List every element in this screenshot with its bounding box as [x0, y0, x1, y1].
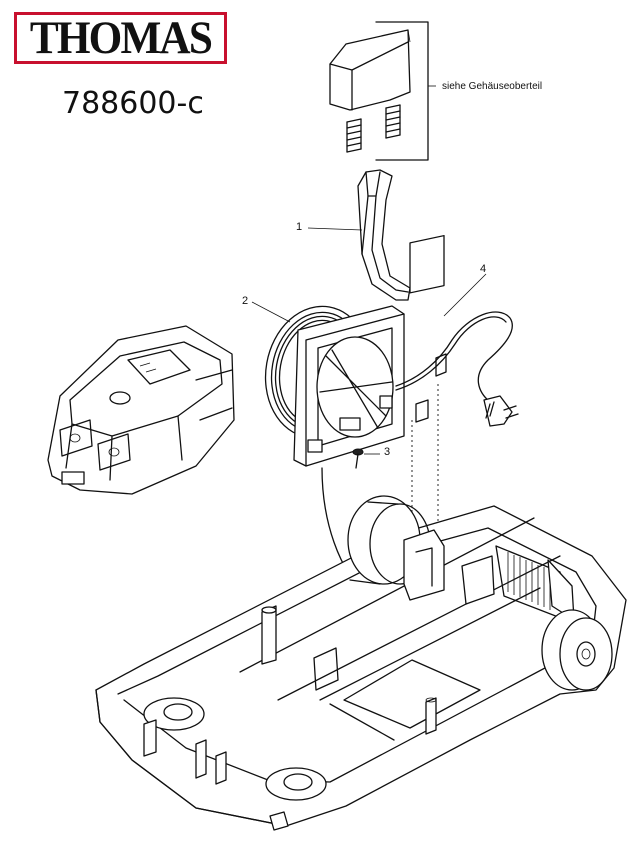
leader-line-1 [307, 227, 363, 231]
leader-line-2 [251, 301, 291, 323]
part-4-power-cable [395, 234, 519, 427]
part-number-4: 4 [480, 263, 487, 275]
spring-left [346, 118, 362, 153]
reference-bracket [375, 21, 429, 161]
part-number-3: 3 [384, 446, 391, 458]
brand-logo: THOMAS [14, 12, 227, 64]
housing-cap-part [329, 29, 411, 111]
part-2-cable-reel [264, 305, 405, 467]
brand-logo-text: THOMAS [29, 11, 213, 64]
part-number-1: 1 [296, 221, 303, 233]
callout-housing-top: siehe Gehäuseoberteil [442, 81, 543, 92]
vacuum-overview [47, 325, 235, 495]
model-number: 788600-c [62, 86, 204, 121]
part-3-screw [352, 448, 364, 469]
leader-line-4 [443, 273, 487, 317]
part-1-lever [357, 169, 411, 301]
spring-right [385, 104, 401, 139]
base-chassis [95, 495, 627, 831]
part-number-2: 2 [242, 295, 249, 307]
